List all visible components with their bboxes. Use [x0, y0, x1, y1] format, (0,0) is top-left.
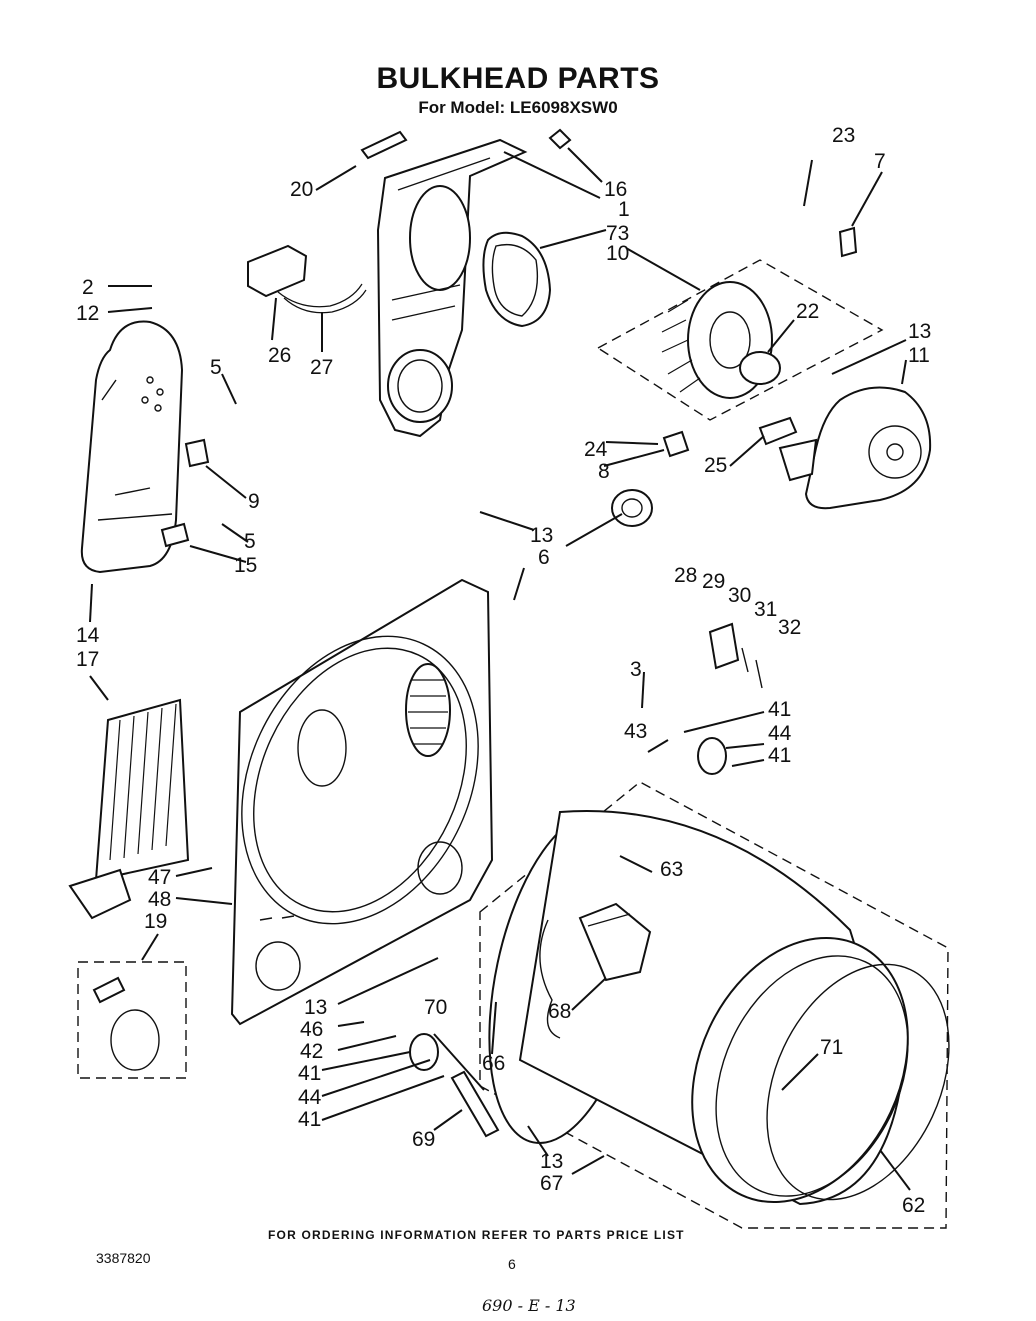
part-20	[360, 130, 408, 160]
callout-11: 11	[908, 344, 930, 367]
part-25	[758, 416, 798, 446]
callout-22: 22	[796, 300, 819, 323]
callout-13-center: 13	[530, 524, 553, 547]
callout-46: 46	[300, 1018, 323, 1041]
blower-housing	[778, 386, 932, 510]
callout-12: 12	[76, 302, 99, 325]
callout-25: 25	[704, 454, 727, 477]
callout-41-r1: 41	[768, 698, 791, 721]
callout-13-right: 13	[908, 320, 931, 343]
part-22	[739, 351, 781, 385]
drum	[479, 781, 950, 1229]
callout-68: 68	[548, 1000, 571, 1023]
callout-15: 15	[234, 554, 257, 577]
callout-16: 16	[604, 178, 627, 201]
page-number: 6	[508, 1256, 516, 1272]
callout-13-bottom: 13	[540, 1150, 563, 1173]
callout-69: 69	[412, 1128, 435, 1151]
part-15	[160, 522, 190, 548]
callout-30: 30	[728, 584, 751, 607]
callout-67: 67	[540, 1172, 563, 1195]
part-8	[662, 430, 690, 458]
callout-8: 8	[598, 460, 610, 483]
callout-44-r: 44	[768, 722, 792, 745]
callout-42: 42	[300, 1040, 323, 1063]
callout-9: 9	[248, 490, 260, 513]
callout-66: 66	[482, 1052, 505, 1075]
callout-27: 27	[310, 356, 333, 379]
callout-70: 70	[424, 996, 447, 1019]
kit-box	[77, 961, 187, 1079]
callout-31: 31	[754, 598, 777, 621]
callout-26: 26	[268, 344, 291, 367]
callout-44-l: 44	[298, 1086, 322, 1109]
callout-28: 28	[674, 564, 697, 587]
callout-43: 43	[624, 720, 647, 743]
callout-47: 47	[148, 866, 171, 889]
wire-connector	[247, 244, 308, 298]
callout-14: 14	[76, 624, 100, 647]
callout-29: 29	[702, 570, 725, 593]
callout-48: 48	[148, 888, 171, 911]
callout-5-top: 5	[210, 356, 222, 379]
callout-62: 62	[902, 1194, 925, 1217]
model-subtitle: For Model: LE6098XSW0	[418, 98, 618, 117]
callout-7: 7	[874, 150, 886, 173]
callout-labels: 20 16 1 73 10 23 7 22 13 11 2 12 26 27 5…	[76, 124, 931, 1217]
callout-71: 71	[820, 1036, 843, 1059]
callout-41-r2: 41	[768, 744, 791, 767]
callout-32: 32	[778, 616, 801, 639]
page-title: BULKHEAD PARTS	[376, 62, 660, 95]
ordering-info-note: FOR ORDERING INFORMATION REFER TO PARTS …	[268, 1228, 685, 1242]
callout-17: 17	[76, 648, 99, 671]
callout-13-left: 13	[304, 996, 327, 1019]
part-16	[548, 128, 572, 150]
callout-3: 3	[630, 658, 642, 681]
left-duct	[80, 320, 184, 574]
callout-6: 6	[538, 546, 550, 569]
blower-wheel	[596, 259, 884, 421]
bearing-6	[611, 489, 653, 527]
callout-63: 63	[660, 858, 683, 881]
heater-element	[68, 698, 190, 920]
callout-41-l1: 41	[298, 1062, 321, 1085]
callout-2: 2	[82, 276, 94, 299]
callout-10: 10	[606, 242, 629, 265]
idler-arm	[450, 1070, 500, 1138]
front-bulkhead	[230, 578, 494, 1026]
callout-19: 19	[144, 910, 167, 933]
callout-23: 23	[832, 124, 855, 147]
part-7	[838, 226, 858, 258]
callout-24: 24	[584, 438, 608, 461]
part-9	[184, 438, 210, 468]
roller-right	[697, 737, 727, 775]
leader-lines	[89, 147, 911, 1191]
callout-5-bottom: 5	[244, 530, 256, 553]
upper-bulkhead-panel	[376, 138, 528, 438]
callout-1: 1	[618, 198, 630, 221]
door-hinge	[708, 622, 740, 670]
wire-harness	[277, 283, 367, 314]
callout-41-l2: 41	[298, 1108, 321, 1131]
callout-20: 20	[290, 178, 313, 201]
handwritten-code: 690 - E - 13	[482, 1296, 576, 1315]
document-number: 3387820	[96, 1250, 151, 1266]
callout-73: 73	[606, 222, 629, 245]
